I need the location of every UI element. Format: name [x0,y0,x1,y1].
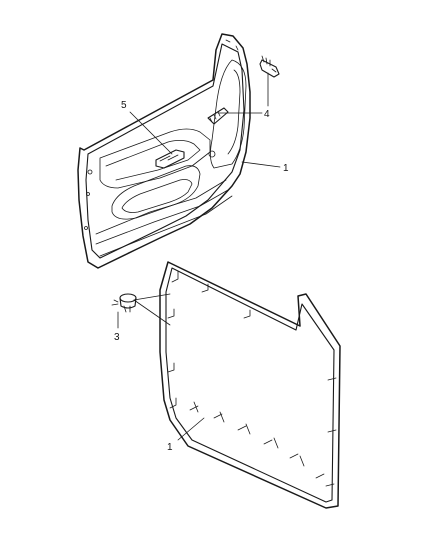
bezel-screw [207,107,229,125]
callout-screw: 4 [264,109,270,120]
callout-push-pin: 3 [114,332,120,343]
callout-door-trim-panel: 1 [283,163,289,174]
screw-part [259,55,280,78]
callout-retainer-frame: 1 [167,442,173,453]
push-pin-part [111,293,137,313]
retainer-frame [159,261,341,509]
leader-lines [117,72,281,441]
door-trim-panel [77,33,251,269]
callout-switch-bezel: 5 [121,100,127,111]
